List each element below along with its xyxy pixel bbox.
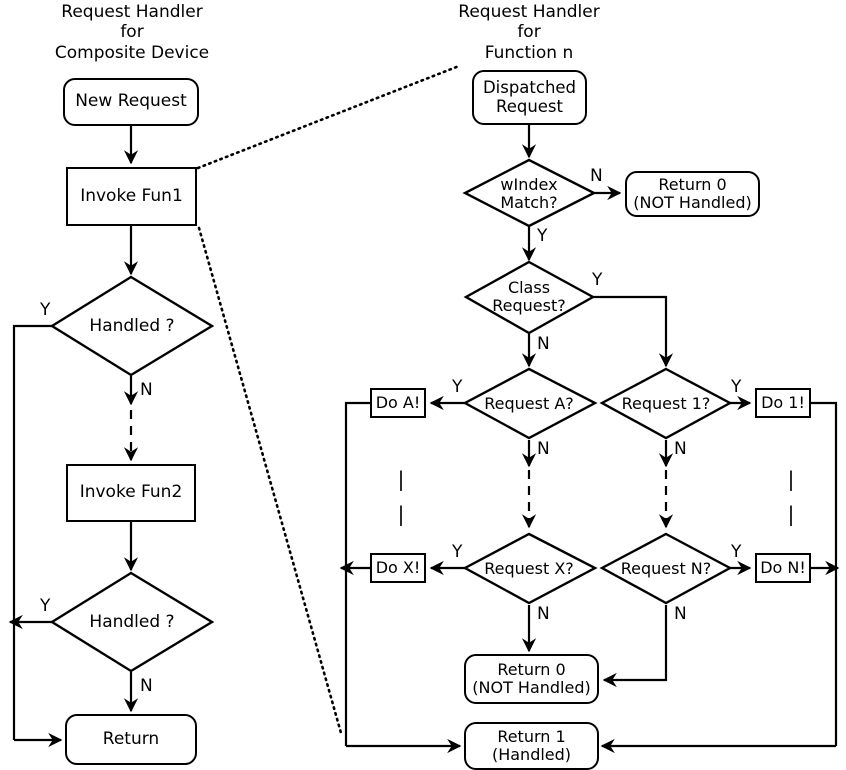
- node-do-n-label: Do N!: [760, 558, 806, 578]
- node-return: Return: [65, 714, 197, 765]
- node-dispatched-request: Dispatched Request: [472, 70, 587, 125]
- branch-handled2-no: N: [140, 676, 153, 696]
- right-panel-title: Request Handler for Function n: [458, 2, 600, 63]
- ellipsis-right-outer: | |: [787, 467, 795, 526]
- node-new-request: New Request: [63, 78, 199, 126]
- branch-handled1-yes: Y: [40, 300, 51, 320]
- branch-class-yes: Y: [592, 270, 603, 290]
- node-return-label: Return: [102, 728, 160, 749]
- node-do-1-label: Do 1!: [761, 393, 805, 413]
- branch-request-a-yes: Y: [452, 377, 463, 397]
- node-do-x-label: Do X!: [375, 558, 421, 578]
- ellipsis-left-outer: | |: [397, 467, 405, 526]
- branch-request-x-yes: Y: [452, 542, 463, 562]
- branch-request-1-no: N: [674, 439, 687, 459]
- decision-request-a: [462, 367, 598, 440]
- branch-request-x-no: N: [537, 604, 550, 624]
- branch-windex-yes: Y: [537, 226, 548, 246]
- branch-handled1-no: N: [140, 380, 153, 400]
- node-new-request-label: New Request: [75, 91, 187, 112]
- node-return0-bottom: Return 0 (NOT Handled): [464, 654, 599, 704]
- node-do-x: Do X!: [370, 553, 426, 583]
- decision-handled-2: [49, 571, 215, 673]
- node-invoke-fun2: Invoke Fun2: [66, 464, 196, 522]
- node-invoke-fun1: Invoke Fun1: [66, 167, 197, 226]
- branch-request-a-no: N: [537, 439, 550, 459]
- branch-class-no: N: [537, 334, 550, 354]
- decision-windex-match: [462, 158, 597, 228]
- branch-request-n-no: N: [674, 604, 687, 624]
- node-do-a: Do A!: [370, 388, 426, 418]
- node-return1: Return 1 (Handled): [464, 722, 599, 770]
- node-do-1: Do 1!: [755, 388, 811, 418]
- decision-handled-1: [49, 275, 215, 377]
- branch-windex-no: N: [590, 166, 603, 186]
- node-invoke-fun2-label: Invoke Fun2: [79, 482, 183, 503]
- decision-request-1: [599, 367, 733, 440]
- node-do-a-label: Do A!: [375, 393, 421, 413]
- decision-request-n: [599, 532, 733, 605]
- node-do-n: Do N!: [755, 553, 811, 583]
- branch-request-n-yes: Y: [731, 542, 742, 562]
- node-invoke-fun1-label: Invoke Fun1: [80, 185, 183, 206]
- decision-class-request: [463, 260, 596, 335]
- node-return0-bottom-label: Return 0 (NOT Handled): [472, 660, 591, 697]
- left-panel-title: Request Handler for Composite Device: [54, 2, 210, 63]
- decision-request-x: [462, 532, 598, 605]
- node-return0-top-label: Return 0 (NOT Handled): [633, 175, 752, 212]
- branch-request-1-yes: Y: [731, 377, 742, 397]
- branch-handled2-yes: Y: [40, 596, 51, 616]
- node-return0-top: Return 0 (NOT Handled): [625, 171, 760, 217]
- node-return1-label: Return 1 (Handled): [491, 727, 572, 764]
- node-dispatched-request-label: Dispatched Request: [482, 78, 577, 116]
